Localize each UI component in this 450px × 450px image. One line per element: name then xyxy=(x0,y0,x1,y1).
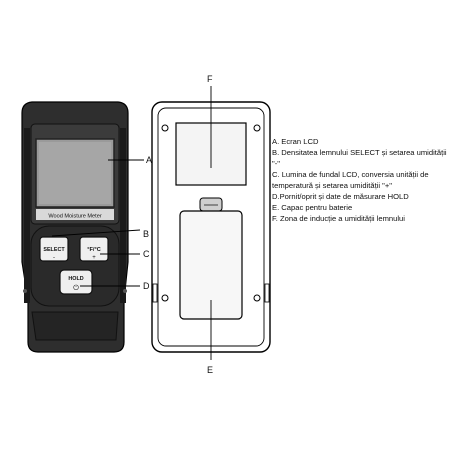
front-view: Wood Moisture Meter SELECT - °F/°C + HOL… xyxy=(21,101,152,353)
light-label: °F/°C xyxy=(87,247,101,253)
battery-latch xyxy=(199,197,223,212)
back-screw-tl xyxy=(161,124,169,132)
hold-button[interactable]: HOLD ⏻ xyxy=(59,269,93,295)
lcd-inner xyxy=(39,142,111,204)
back-notch-left xyxy=(152,283,158,303)
front-screw-right xyxy=(123,289,127,293)
legend: A. Ecran LCD B. Densitatea lemnului SELE… xyxy=(272,136,448,224)
legend-item-c: C. Lumina de fundal LCD, conversia unită… xyxy=(272,170,429,190)
select-minus: - xyxy=(53,255,55,261)
power-icon: ⏻ xyxy=(73,284,79,292)
select-button[interactable]: SELECT - xyxy=(39,236,69,262)
back-screw-tr xyxy=(253,124,261,132)
legend-item-b: B. Densitatea lemnului SELECT și setarea… xyxy=(272,148,447,168)
front-screw-left xyxy=(23,289,27,293)
hold-label: HOLD xyxy=(68,276,83,282)
callout-f: F xyxy=(207,74,213,84)
callout-d: D xyxy=(143,281,150,291)
callout-e: E xyxy=(207,365,213,375)
callout-b: B xyxy=(143,229,149,239)
light-unit-button[interactable]: °F/°C + xyxy=(79,236,109,262)
back-screw-br xyxy=(253,294,261,302)
select-label: SELECT xyxy=(43,247,65,253)
legend-item-a: A. Ecran LCD xyxy=(272,137,319,146)
back-view: F E xyxy=(151,74,271,375)
front-bottom-bevel xyxy=(31,311,119,341)
back-screw-bl xyxy=(161,294,169,302)
front-left-grip xyxy=(24,128,30,303)
callout-line-b xyxy=(51,229,141,237)
title-strip xyxy=(36,209,114,220)
light-plus: + xyxy=(92,255,96,261)
legend-item-e: E. Capac pentru baterie xyxy=(272,203,353,212)
legend-item-d: D.Pornit/oprit și date de măsurare HOLD xyxy=(272,192,409,201)
callout-c: C xyxy=(143,249,150,259)
callout-a: A xyxy=(146,155,152,165)
back-notch-right xyxy=(264,283,270,303)
front-right-grip xyxy=(120,128,126,303)
device-title: Wood Moisture Meter xyxy=(48,214,102,220)
legend-item-f: F. Zona de inducție a umidității lemnulu… xyxy=(272,214,405,223)
